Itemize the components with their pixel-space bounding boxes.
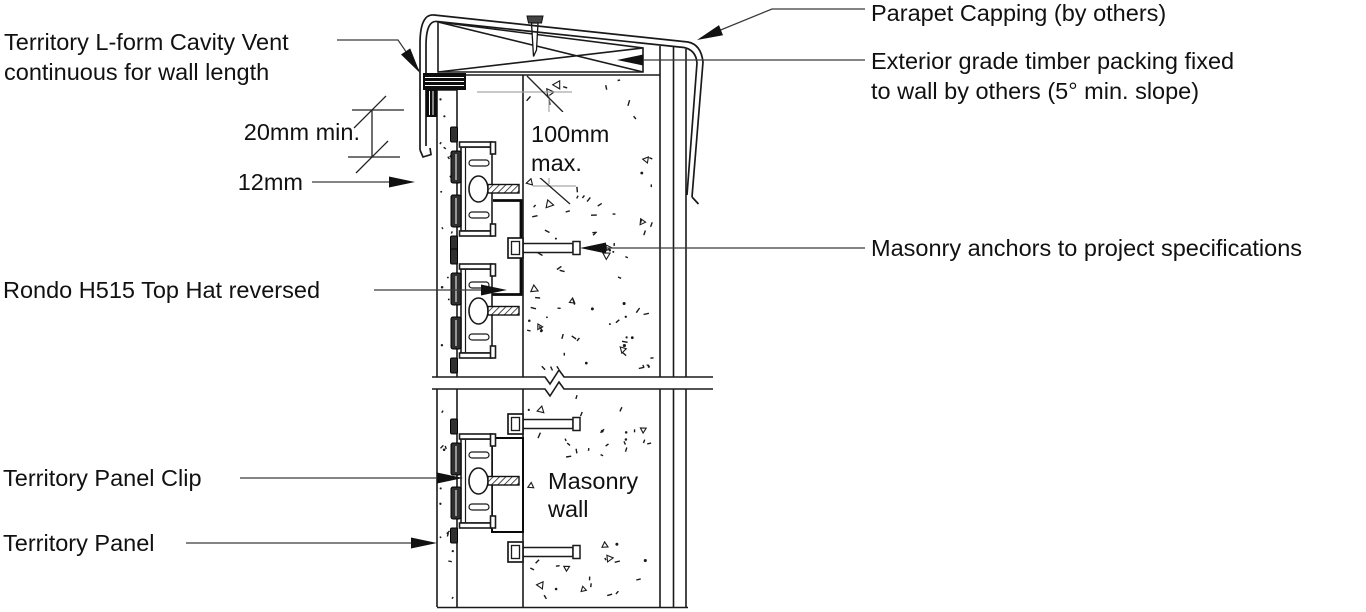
leader-arrowheads <box>389 25 723 549</box>
leader-lines <box>186 8 865 544</box>
panel-stipple <box>439 98 455 600</box>
label-timber-packing-line2: to wall by others (5° min. slope) <box>871 78 1199 104</box>
label-cavity-vent-line1: Territory L-form Cavity Vent <box>4 29 289 55</box>
capping-screw <box>526 15 544 57</box>
label-cavity-vent-line2: continuous for wall length <box>4 59 269 85</box>
label-dim-100mm-line2: max. <box>531 150 582 176</box>
dimension-20mm <box>348 95 404 174</box>
masonry-anchor-1 <box>507 237 581 259</box>
masonry-wall-stipple <box>525 79 654 600</box>
timber-packing <box>437 21 644 73</box>
masonry-wall-text-backing <box>542 462 658 526</box>
label-dim-20mm: 20mm min. <box>244 119 360 145</box>
label-masonry-wall-line2: wall <box>547 496 588 522</box>
label-panel: Territory Panel <box>3 530 155 556</box>
label-dim-12mm: 12mm <box>238 169 303 195</box>
label-parapet-capping: Parapet Capping (by others) <box>871 0 1166 26</box>
section-break <box>428 368 716 398</box>
parapet-capping-profile <box>419 14 704 205</box>
label-panel-clip: Territory Panel Clip <box>3 465 202 491</box>
label-dim-100mm-line1: 100mm <box>531 121 609 147</box>
masonry-anchor-3 <box>507 541 581 563</box>
label-top-hat: Rondo H515 Top Hat reversed <box>3 277 320 303</box>
label-timber-packing-line1: Exterior grade timber packing fixed <box>871 48 1234 74</box>
masonry-anchor-2 <box>507 413 581 435</box>
top-hat-upper-2 <box>449 248 520 374</box>
label-masonry-anchors: Masonry anchors to project specification… <box>871 235 1302 261</box>
label-masonry-wall-line1: Masonry <box>548 468 638 494</box>
top-hat-upper-1 <box>449 126 520 252</box>
cavity-vent <box>423 73 466 117</box>
dim-100mm-text-backing <box>527 112 629 178</box>
